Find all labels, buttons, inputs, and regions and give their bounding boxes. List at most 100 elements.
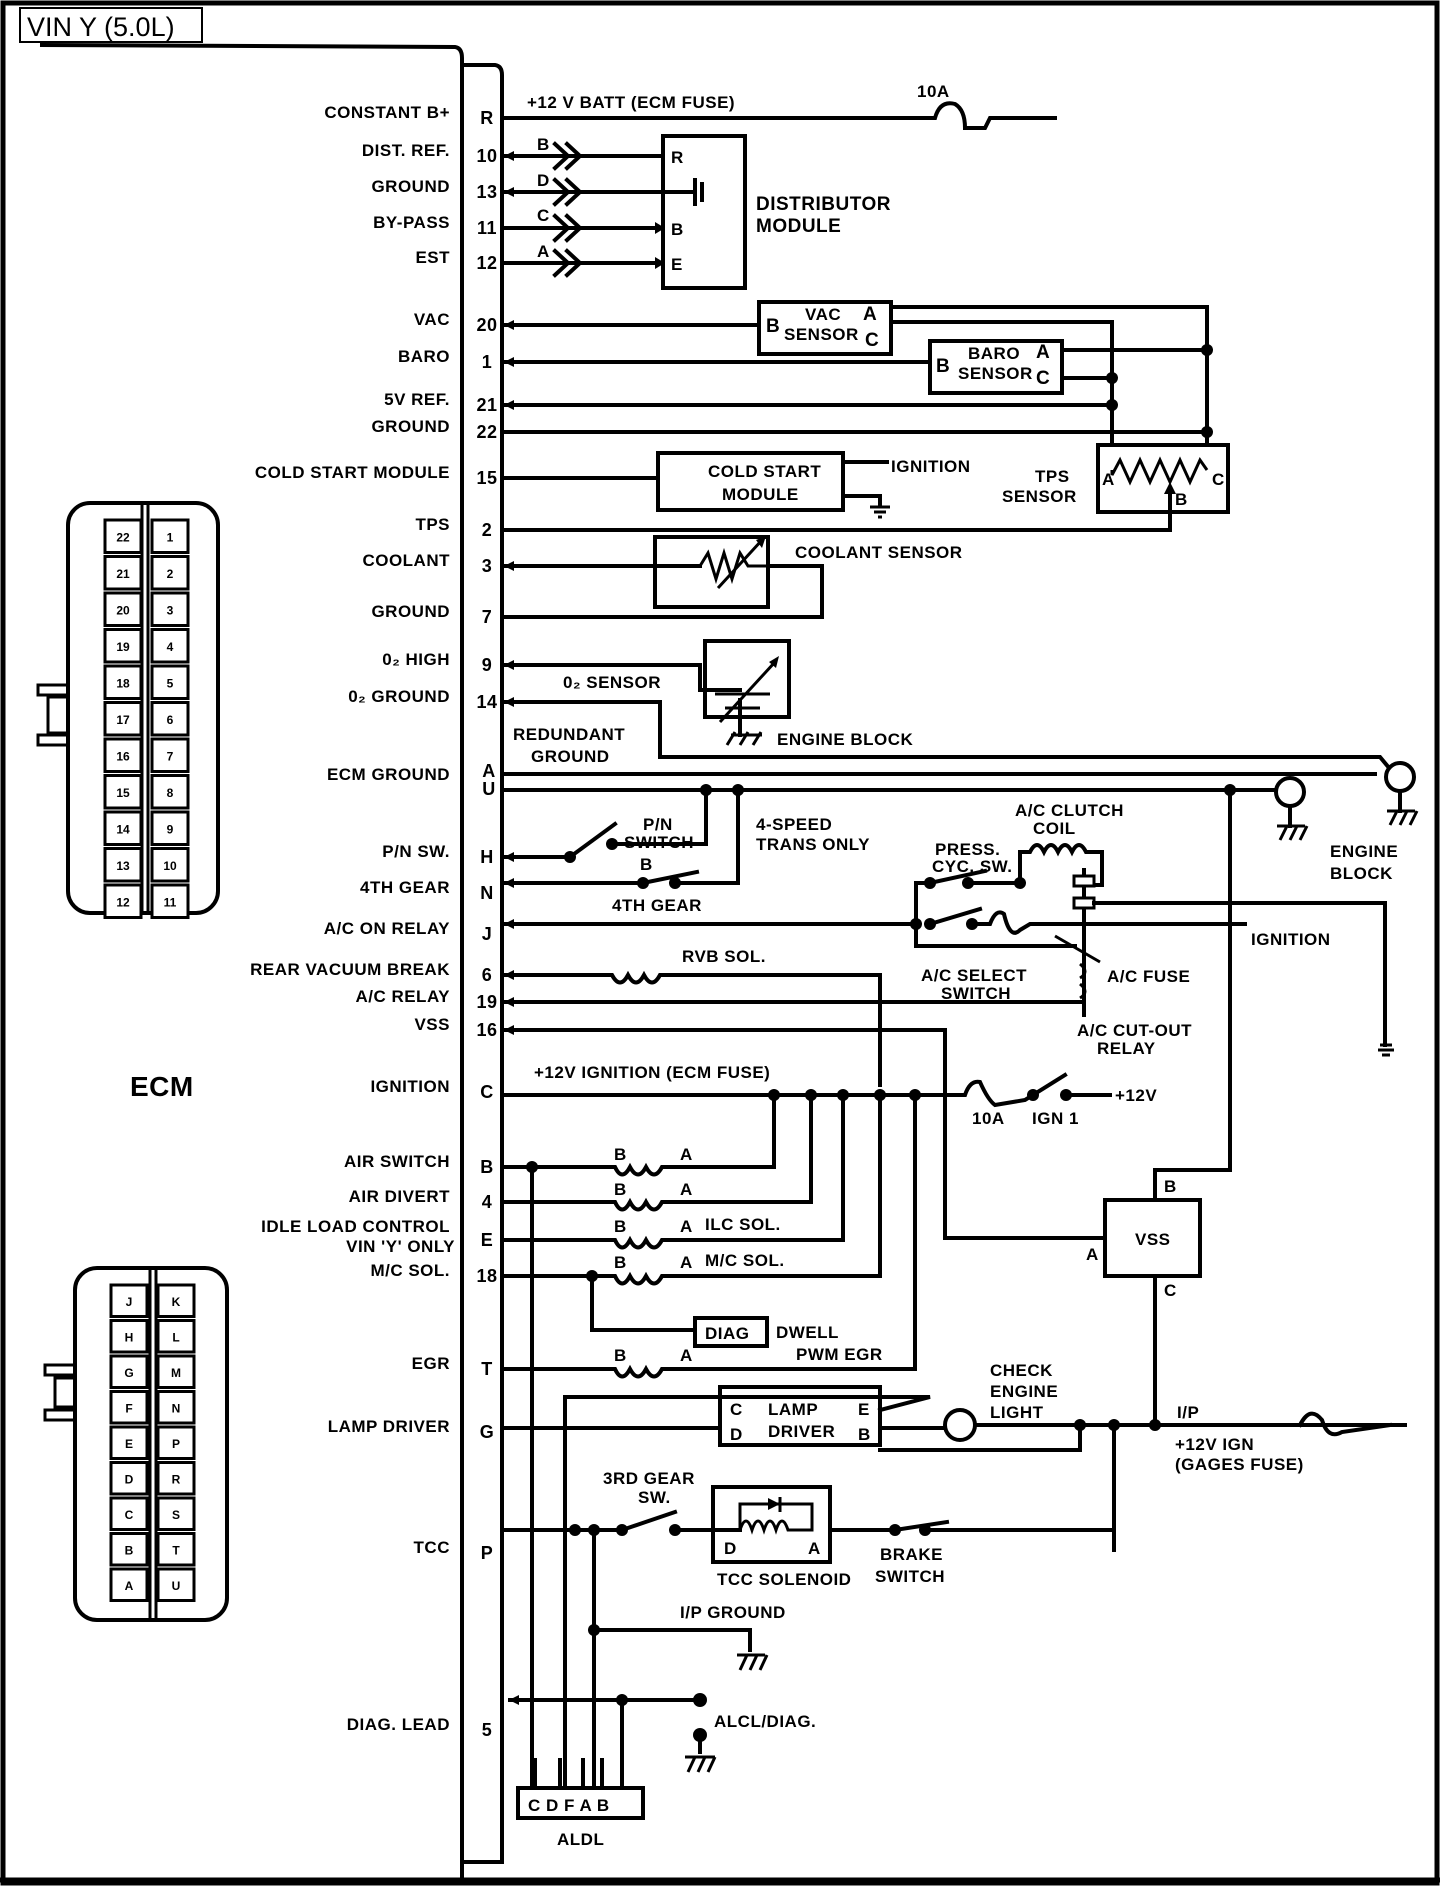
dist-wire-c: C bbox=[537, 206, 550, 225]
distributor-module-label-2: MODULE bbox=[756, 216, 841, 237]
vac-pin-b: B bbox=[766, 316, 780, 337]
ecm-body bbox=[39, 42, 464, 1882]
connector-cavity bbox=[103, 737, 143, 773]
ecm-pin-name: BY-PASS bbox=[373, 213, 450, 232]
alcl-diag-label: ALCL/DIAG. bbox=[714, 1712, 816, 1731]
map-baro-circuit: B VAC SENSOR A C B BARO SENSOR A C bbox=[503, 300, 1213, 472]
connector-cavity-label: 22 bbox=[116, 530, 130, 544]
connector-cavity bbox=[109, 1354, 149, 1389]
mc-sol-label: M/C SOL. bbox=[705, 1251, 785, 1270]
ecm-pin-name: GROUND bbox=[371, 177, 450, 196]
connector-cavity bbox=[150, 737, 190, 773]
connector-chevron-icon bbox=[564, 141, 583, 171]
connector-cavity bbox=[150, 883, 190, 919]
ac-select-label-2: SWITCH bbox=[941, 984, 1011, 1003]
connector-chevron-icon bbox=[552, 141, 571, 171]
ecm-pin-name: IGNITION bbox=[370, 1077, 450, 1096]
connector-cavity bbox=[156, 1283, 196, 1318]
ecm-pin-number: C bbox=[480, 1082, 494, 1102]
ecm-pin-name: A/C ON RELAY bbox=[324, 919, 450, 938]
diag-box bbox=[693, 1316, 769, 1348]
connector-cavity-label: P bbox=[172, 1437, 180, 1451]
ecm-pin-name: LAMP DRIVER bbox=[328, 1417, 450, 1436]
connector-cavity bbox=[156, 1425, 196, 1460]
lamp-driver-pin-b: B bbox=[858, 1425, 871, 1444]
engine-block-2-label-1: ENGINE bbox=[1330, 842, 1398, 861]
ecm-pin-number: 7 bbox=[482, 607, 493, 627]
ecm-pin-number: 1 bbox=[482, 352, 493, 372]
ecm-pin-name: DIST. REF. bbox=[362, 141, 450, 160]
connector-cavity-label: T bbox=[172, 1543, 180, 1557]
dist-pin-r: R bbox=[671, 148, 684, 167]
connector-cavity bbox=[103, 883, 143, 919]
ecm-pin-number: 18 bbox=[476, 1266, 497, 1286]
ecm-pin-number: E bbox=[481, 1230, 494, 1250]
ecm-pin-name: ECM GROUND bbox=[327, 765, 450, 784]
ecm-label: ECM bbox=[130, 1071, 194, 1102]
connector-cavity bbox=[150, 847, 190, 883]
o2-sensor-box bbox=[703, 639, 791, 719]
ac-cutout-label-2: RELAY bbox=[1097, 1039, 1156, 1058]
ecm-pin-name: EST bbox=[415, 248, 450, 267]
connector-cavity-label: 5 bbox=[167, 676, 174, 690]
connector-cavity bbox=[150, 555, 190, 591]
ecm-pin-number: 5 bbox=[482, 1720, 493, 1740]
connector-cavity-label: 14 bbox=[116, 822, 130, 836]
connector-cavity bbox=[150, 518, 190, 554]
dist-wire-b: B bbox=[537, 135, 550, 154]
ecm-pin-number: 10 bbox=[476, 146, 497, 166]
dist-pin-e: E bbox=[671, 255, 683, 274]
rvb-sol-label: RVB SOL. bbox=[682, 947, 766, 966]
fuse-10a-label: 10A bbox=[972, 1109, 1005, 1128]
vac-sensor-box bbox=[757, 300, 893, 356]
pn-switch-label-1: P/N bbox=[643, 815, 673, 834]
ecm-pin-name: REAR VACUUM BREAK bbox=[250, 960, 450, 979]
ecm-pin-number: 12 bbox=[476, 253, 497, 273]
connector-cavity bbox=[109, 1283, 149, 1318]
ecm-pin-name: TCC bbox=[414, 1538, 450, 1557]
connector-cavity bbox=[103, 518, 143, 554]
connector-cavity bbox=[156, 1532, 196, 1567]
ecm-pin-name: TPS bbox=[415, 515, 450, 534]
ecm-pin-name: EGR bbox=[412, 1354, 450, 1373]
connector-cavity-label: M bbox=[171, 1366, 181, 1380]
connector-cavity-label: 19 bbox=[116, 640, 130, 654]
cold-start-module-box bbox=[656, 451, 845, 512]
air-divert-b: B bbox=[614, 1180, 627, 1199]
batt-feed-label: +12 V BATT (ECM FUSE) bbox=[527, 93, 735, 112]
connector-cavity bbox=[156, 1319, 196, 1354]
baro-sensor-label-1: BARO bbox=[968, 344, 1020, 363]
redundant-ground-label-2: GROUND bbox=[531, 747, 610, 766]
4th-gear-b-label: B bbox=[640, 855, 653, 874]
connector-cavity-label: 15 bbox=[116, 786, 130, 800]
ac-clutch-label-2: COIL bbox=[1033, 819, 1076, 838]
ecm-pin-number: T bbox=[481, 1359, 493, 1379]
press-cyc-label-1: PRESS. bbox=[935, 840, 1000, 859]
ac-clutch-label-1: A/C CLUTCH bbox=[1015, 801, 1124, 820]
connector-cavity bbox=[103, 591, 143, 627]
connector-cavity bbox=[150, 774, 190, 810]
ecm-pin-name: 4TH GEAR bbox=[360, 878, 450, 897]
ecm-pin-name: P/N SW. bbox=[382, 842, 450, 861]
ac-ignition-label: IGNITION bbox=[1251, 930, 1331, 949]
fuse-10a-top-label: 10A bbox=[917, 82, 950, 101]
connector-cavity bbox=[103, 774, 143, 810]
baro-sensor-label-2: SENSOR bbox=[958, 364, 1033, 383]
press-cyc-label-2: CYC. SW. bbox=[932, 857, 1013, 876]
ecm-pin-number: 15 bbox=[476, 468, 497, 488]
baro-pin-c: C bbox=[1036, 368, 1050, 389]
connector-cavity bbox=[109, 1390, 149, 1425]
vss-pin-b: B bbox=[1164, 1177, 1177, 1196]
ecm-pin-number: 3 bbox=[482, 556, 493, 576]
cold-start-ignition-label: IGNITION bbox=[891, 457, 971, 476]
ecm-pin-number: U bbox=[482, 779, 496, 799]
connector-cavity bbox=[156, 1461, 196, 1496]
connector-cavity bbox=[103, 664, 143, 700]
solenoid-bank: B A B A B A B A B A ILC SOL. M/C SOL. DI… bbox=[503, 1093, 917, 1802]
ecm-pin-name: 5V REF. bbox=[384, 390, 450, 409]
connector-cavity-label: D bbox=[125, 1472, 134, 1486]
